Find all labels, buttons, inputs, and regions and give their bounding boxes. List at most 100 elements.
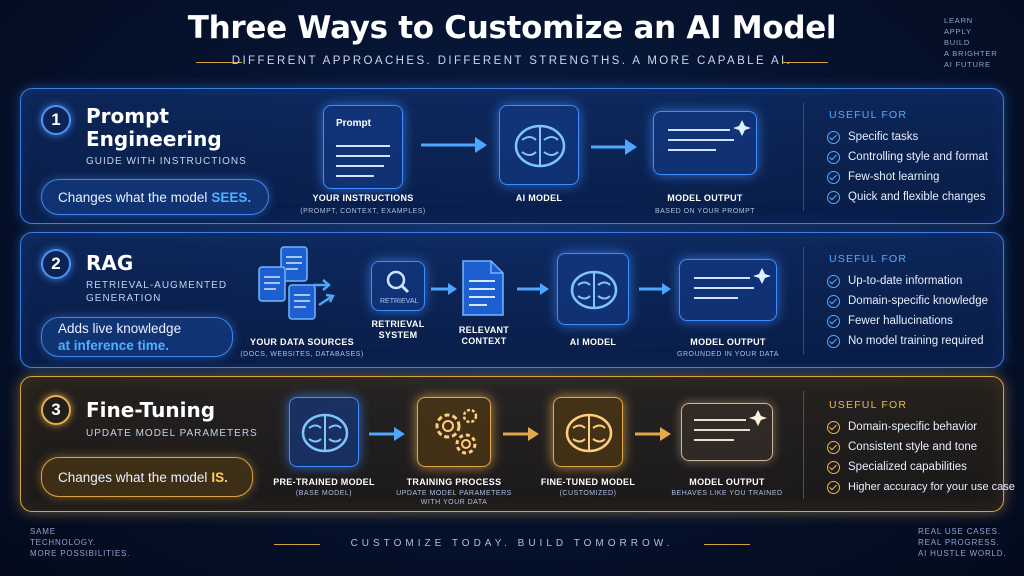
panel-description: GUIDE WITH INSTRUCTIONS xyxy=(86,156,247,167)
check-icon xyxy=(827,314,840,328)
training-subcaption: UPDATE MODEL PARAMETERS WITH YOUR DATA xyxy=(385,489,523,507)
caption-line: WITH YOUR DATA xyxy=(420,499,488,506)
page-title: Three Ways to Customize an AI Model xyxy=(187,10,837,46)
pretrained-subcaption: (BASE MODEL) xyxy=(295,490,353,497)
footer-rule-left xyxy=(274,544,320,545)
footer-rule-right xyxy=(704,544,750,545)
relevant-context-document-icon xyxy=(462,260,504,316)
corner-line: BUILD xyxy=(944,38,971,47)
output-subcaption: GROUNDED IN YOUR DATA xyxy=(677,351,779,358)
useful-item: No model training required xyxy=(827,331,988,351)
retrieval-label: RETRIEVAL xyxy=(380,298,419,305)
input-subcaption: (PROMPT, CONTEXT, EXAMPLES) xyxy=(300,208,426,215)
useful-item: Domain-specific behavior xyxy=(827,417,1015,437)
chat-output-icon xyxy=(679,259,777,321)
pill-text: Changes what the model xyxy=(58,189,208,205)
corner-line: LEARN xyxy=(944,16,974,25)
useful-item: Specific tasks xyxy=(827,127,988,147)
panel-summary-pill: Adds live knowledge at inference time. xyxy=(41,317,233,357)
data-sources-documents-icon xyxy=(258,246,335,320)
check-icon xyxy=(827,440,840,454)
check-icon xyxy=(827,170,840,184)
footer-line: AI HUSTLE WORLD. xyxy=(918,549,1007,558)
check-icon xyxy=(827,150,840,164)
useful-item-label: Specific tasks xyxy=(848,131,919,143)
sources-subcaption: (DOCS, WEBSITES, DATABASES) xyxy=(240,351,364,358)
corner-tagline-right: LEARN APPLY BUILD A BRIGHTER AI FUTURE xyxy=(944,15,997,70)
caption-line: RELEVANT xyxy=(458,325,510,335)
useful-list: Domain-specific behavior Consistent styl… xyxy=(827,417,1015,497)
page-subtitle: DIFFERENT APPROACHES. DIFFERENT STRENGTH… xyxy=(231,55,793,67)
arrow-icon xyxy=(635,427,671,441)
panel-title: Fine-Tuning xyxy=(86,398,216,422)
caption-line: UPDATE MODEL PARAMETERS xyxy=(396,490,512,497)
panel-title-line: Prompt xyxy=(86,104,169,128)
chat-output-icon xyxy=(681,403,773,461)
useful-title: USEFUL FOR xyxy=(829,253,908,265)
check-icon xyxy=(827,274,840,288)
doc-label: Prompt xyxy=(336,118,371,129)
sources-caption: YOUR DATA SOURCES xyxy=(250,337,354,347)
panel-fine-tuning: 3 Fine-Tuning UPDATE MODEL PARAMETERS Ch… xyxy=(20,376,1015,512)
useful-list: Up-to-date information Domain-specific k… xyxy=(827,271,988,351)
footer-left-tagline: SAME TECHNOLOGY. MORE POSSIBILITIES. xyxy=(30,526,130,559)
panel-title: RAG xyxy=(86,251,134,275)
desc-line: GENERATION xyxy=(86,293,162,304)
footer-line: REAL PROGRESS. xyxy=(918,538,1000,547)
pill-text: Changes what the model xyxy=(58,469,208,485)
pretrained-model-brain-icon xyxy=(289,397,359,467)
footer-line: REAL USE CASES. xyxy=(918,527,1001,536)
panel-summary-pill: Changes what the model SEES. xyxy=(41,179,269,215)
footer-line: TECHNOLOGY. xyxy=(30,538,96,547)
panel-prompt-engineering: 1 Prompt Engineering GUIDE WITH INSTRUCT… xyxy=(20,88,1004,224)
output-caption: MODEL OUTPUT xyxy=(667,193,743,203)
useful-item-label: Higher accuracy for your use case xyxy=(848,481,1015,493)
retrieval-caption: RETRIEVAL SYSTEM xyxy=(355,319,441,341)
corner-line: AI FUTURE xyxy=(944,60,991,69)
useful-item: Specialized capabilities xyxy=(827,457,1015,477)
panel-rag: 2 RAG RETRIEVAL-AUGMENTED GENERATION Add… xyxy=(20,232,1004,368)
model-caption: AI MODEL xyxy=(515,193,563,203)
ai-model-brain-icon xyxy=(557,253,629,325)
arrow-icon xyxy=(369,427,405,441)
useful-item: Domain-specific knowledge xyxy=(827,291,988,311)
useful-item-label: Few-shot learning xyxy=(848,171,940,183)
footer-line: SAME xyxy=(30,527,56,536)
pill-emphasis: at inference time. xyxy=(58,338,170,353)
panel-summary-pill: Changes what the model IS. xyxy=(41,457,253,497)
arrow-icon xyxy=(639,283,671,295)
output-caption: MODEL OUTPUT xyxy=(690,337,766,347)
check-icon xyxy=(827,294,840,308)
useful-title: USEFUL FOR xyxy=(829,399,908,411)
useful-item-label: No model training required xyxy=(848,335,984,347)
step-number: 3 xyxy=(41,395,71,425)
useful-item-label: Up-to-date information xyxy=(848,275,963,287)
pill-emphasis: SEES. xyxy=(211,189,252,205)
pill-text: Adds live knowledge xyxy=(58,321,182,336)
panel-description: UPDATE MODEL PARAMETERS xyxy=(86,428,258,439)
training-caption: TRAINING PROCESS xyxy=(406,477,502,487)
check-icon xyxy=(827,460,840,474)
pill-emphasis: IS. xyxy=(211,469,228,485)
useful-item: Quick and flexible changes xyxy=(827,187,988,207)
check-icon xyxy=(827,480,840,494)
useful-item-label: Specialized capabilities xyxy=(848,461,967,473)
desc-line: RETRIEVAL-AUGMENTED xyxy=(86,280,228,291)
divider xyxy=(803,391,804,499)
prompt-document-icon: Prompt xyxy=(323,105,403,189)
footer-right-tagline: REAL USE CASES. REAL PROGRESS. AI HUSTLE… xyxy=(918,526,1006,559)
useful-title: USEFUL FOR xyxy=(829,109,908,121)
output-subcaption: BASED ON YOUR PROMPT xyxy=(654,208,756,215)
useful-item-label: Domain-specific behavior xyxy=(848,421,978,433)
step-number: 1 xyxy=(41,105,71,135)
panel-title-line: Engineering xyxy=(86,127,222,151)
arrow-icon xyxy=(503,427,539,441)
useful-item-label: Controlling style and format xyxy=(848,151,988,163)
context-caption: RELEVANT CONTEXT xyxy=(441,325,527,347)
fine-tuned-model-brain-icon xyxy=(553,397,623,467)
fine-tuned-subcaption: (CUSTOMIZED) xyxy=(559,490,617,497)
check-icon xyxy=(827,420,840,434)
chat-output-icon xyxy=(653,111,757,175)
panel-description: RETRIEVAL-AUGMENTED GENERATION xyxy=(86,279,227,305)
footer-slogan: CUSTOMIZE TODAY. BUILD TOMORROW. xyxy=(350,538,674,549)
